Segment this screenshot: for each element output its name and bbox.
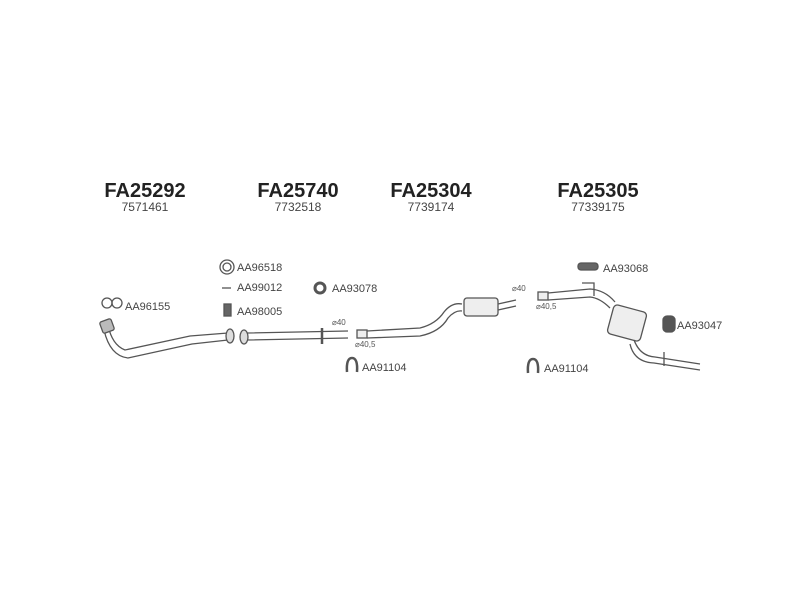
part-code[interactable]: FA25304 — [390, 180, 472, 202]
intermediate-pipe — [239, 328, 349, 345]
group-fa25740: FA25740 7732518 — [257, 181, 338, 213]
group-fa25292: FA25292 7571461 — [104, 181, 185, 213]
rubber-mount-icon — [577, 262, 599, 271]
rubber-mount-icon — [662, 315, 676, 333]
group-fa25305: FA25305 77339175 — [557, 181, 638, 213]
part-label[interactable]: AA93078 — [332, 283, 378, 295]
part-label[interactable]: AA96155 — [125, 301, 171, 313]
part-label[interactable]: AA93068 — [603, 263, 649, 275]
spring-icon — [223, 303, 232, 317]
middle-pipe-silencer — [356, 297, 517, 339]
part-label[interactable]: AA99012 — [237, 282, 283, 294]
diameter-label: ⌀40,5 — [536, 302, 557, 311]
flange-gasket-icon — [111, 297, 123, 309]
group-fa25304: FA25304 7739174 — [390, 181, 471, 213]
part-label[interactable]: AA96518 — [237, 262, 283, 274]
clamp-icon — [526, 357, 540, 374]
diameter-label: ⌀40 — [332, 318, 346, 327]
part-label[interactable]: AA98005 — [237, 306, 283, 318]
part-code[interactable]: FA25292 — [104, 180, 186, 202]
front-pipe — [99, 318, 235, 359]
part-label[interactable]: AA91104 — [362, 362, 407, 374]
oem-number: 77339175 — [571, 200, 625, 214]
part-label[interactable]: AA93047 — [677, 320, 723, 332]
clamp-icon — [345, 356, 359, 373]
diameter-label: ⌀40 — [512, 284, 526, 293]
part-code[interactable]: FA25305 — [557, 180, 639, 202]
diameter-label: ⌀40,5 — [355, 340, 376, 349]
oem-number: 7739174 — [407, 200, 455, 214]
gasket-icon — [219, 259, 235, 275]
ring-icon — [313, 281, 327, 295]
oem-number: 7571461 — [121, 200, 169, 214]
part-code[interactable]: FA25740 — [257, 180, 339, 202]
part-label[interactable]: AA91104 — [544, 363, 589, 375]
rear-silencer — [537, 282, 701, 371]
oem-number: 7732518 — [274, 200, 322, 214]
